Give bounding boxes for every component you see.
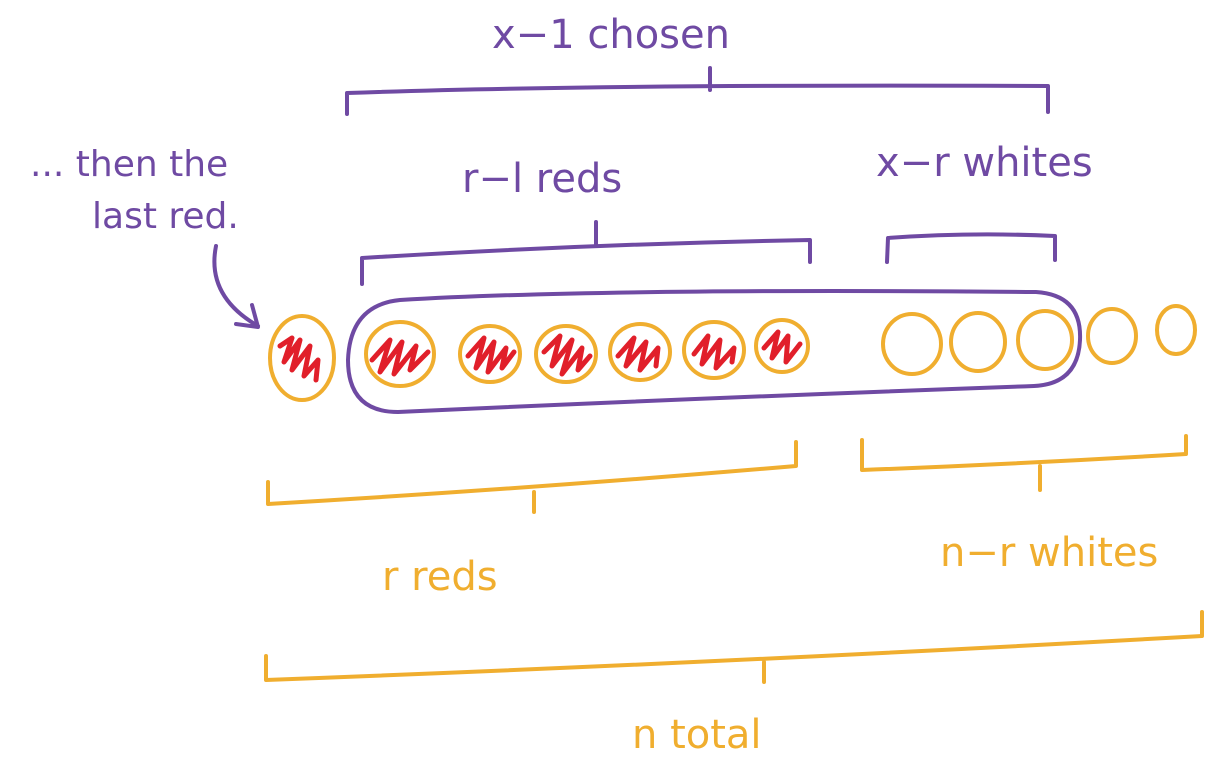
r-minus-one-reds-bracket [360,220,812,286]
r-reds-bracket [266,440,798,514]
r-reds-label: r reds [382,554,498,600]
n-total-label: n total [632,712,762,758]
then-the-label: ... then the [30,144,228,185]
white-ball [881,312,943,376]
last-red-label: last red. [92,196,239,237]
red-ball [364,320,436,388]
x-minus-r-whites-bracket [885,232,1057,264]
chosen-label: x−1 chosen [492,12,730,58]
red-ball [534,324,598,384]
n-minus-r-whites-label: n−r whites [940,530,1158,576]
white-ball [1086,307,1138,365]
white-ball [949,311,1007,373]
n-minus-r-whites-bracket [860,434,1188,492]
r-minus-one-reds-label: r−l reds [462,156,622,202]
red-ball [754,318,810,374]
chosen-bracket [345,66,1050,116]
white-ball [1016,309,1074,371]
red-ball [458,324,522,384]
n-total-bracket [264,610,1204,684]
red-ball [682,320,746,380]
red-ball [608,322,672,382]
pointer-arrow [212,244,260,329]
chosen-enclosure [346,289,1083,414]
last-red-ball [268,314,336,402]
white-ball [1155,304,1197,356]
x-minus-r-whites-label: x−r whites [876,140,1093,186]
